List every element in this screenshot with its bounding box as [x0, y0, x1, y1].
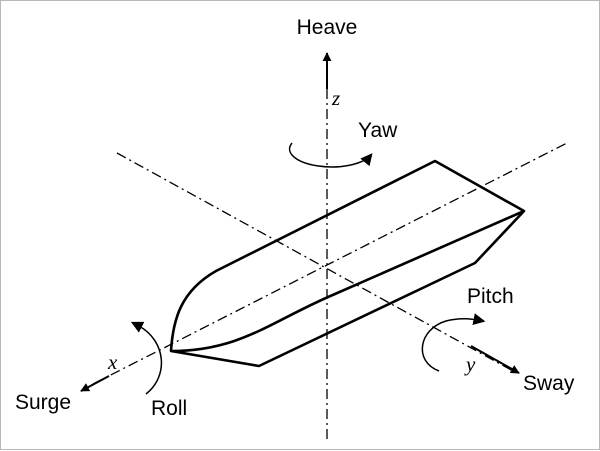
- x-axis-label: x: [107, 350, 118, 374]
- surge-label: Surge: [15, 391, 71, 414]
- yaw-label: Yaw: [358, 119, 398, 142]
- pitch-label: Pitch: [467, 285, 514, 308]
- pitch-rotation-arrow: [421, 313, 486, 372]
- z-axis-label: z: [331, 86, 340, 110]
- ship-hull: [169, 159, 526, 368]
- surge-axis-line: [92, 142, 568, 385]
- surge-arrow: [80, 375, 110, 392]
- roll-label: Roll: [151, 397, 187, 420]
- sway-axis-line: [116, 152, 514, 372]
- y-axis-label: y: [464, 352, 476, 376]
- sway-label: Sway: [523, 372, 575, 395]
- heave-label: Heave: [297, 16, 358, 39]
- sway-arrow: [470, 345, 520, 374]
- roll-rotation-arrow: [130, 321, 162, 395]
- yaw-rotation-arrow: [288, 142, 373, 168]
